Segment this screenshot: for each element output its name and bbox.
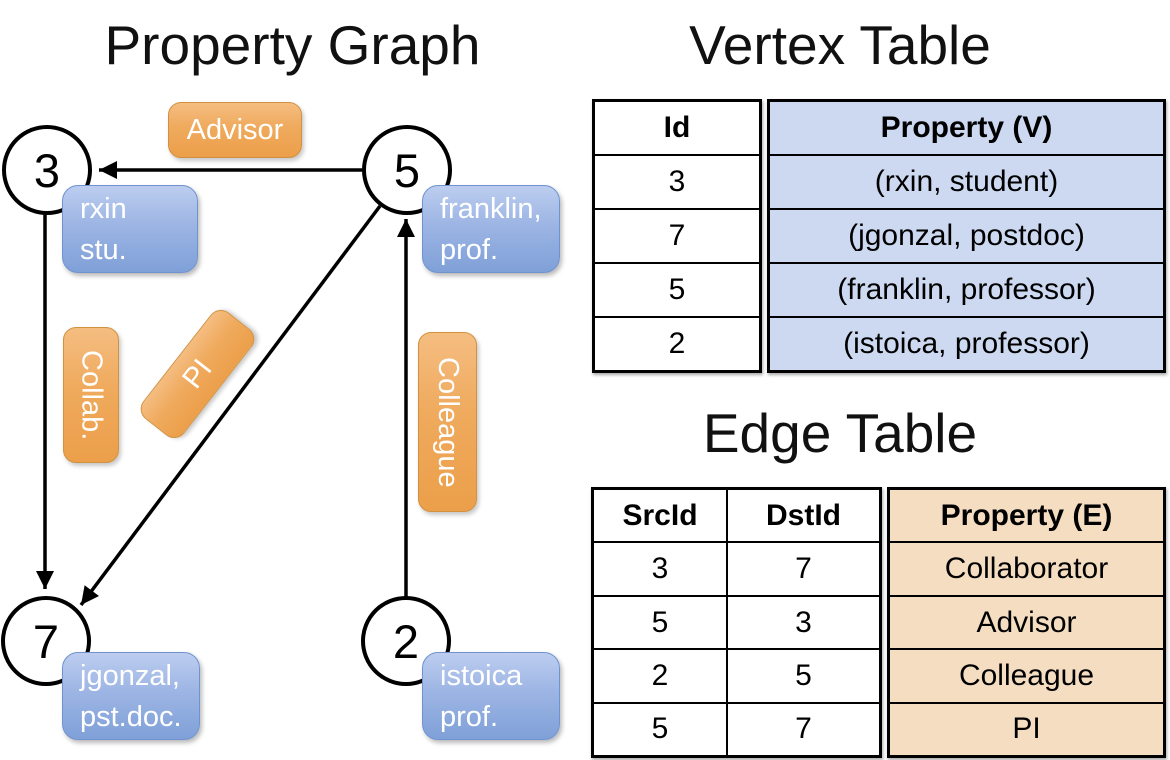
node-7-property-box: jgonzal, pst.doc. (62, 652, 200, 740)
node-3-property-line1: rxin (80, 193, 127, 225)
edge-row-2-dst: 5 (728, 648, 879, 701)
edge-table-header-dst: DstId (766, 498, 841, 532)
edge-table-dst-column: DstId 7 3 5 7 (728, 490, 879, 755)
edge-label-collab: Collab. (63, 327, 119, 463)
vertex-table-header-id: Id (663, 111, 691, 144)
vertex-row-0-id: 3 (595, 154, 759, 208)
edge-5-to-7-arrow (79, 204, 382, 607)
node-5-property-line1: franklin, (440, 193, 542, 225)
vertex-row-1-property: (jgonzal, postdoc) (770, 208, 1163, 262)
vertex-row-3-property: (istoica, professor) (770, 316, 1163, 370)
edge-table-id-columns: SrcId 3 5 2 5 DstId 7 3 5 7 (591, 487, 882, 758)
node-3-id: 3 (33, 143, 61, 197)
node-3-property-box: rxin stu. (62, 185, 198, 273)
edge-row-1-property: Advisor (890, 594, 1163, 648)
node-5-id: 5 (393, 143, 421, 197)
node-2-property-line1: istoica (440, 660, 523, 692)
edge-row-1-src: 5 (594, 594, 726, 648)
node-2-circle: 2 (361, 596, 451, 686)
edge-table-header-property: Property (E) (940, 498, 1113, 532)
node-7-id: 7 (32, 614, 60, 668)
vertex-table-header-property: Property (V) (880, 111, 1053, 144)
edge-table-title: Edge Table (702, 402, 978, 464)
vertex-row-0-property: (rxin, student) (770, 154, 1163, 208)
vertex-table-property-column: Property (V) (rxin, student) (jgonzal, p… (767, 99, 1166, 373)
node-2-property-box: istoica prof. (422, 652, 560, 740)
node-5-property-line2: prof. (440, 234, 499, 266)
edge-row-1-dst: 3 (728, 594, 879, 648)
vertex-table: Id 3 7 5 2 Property (V) (rxin, student) … (592, 99, 1166, 373)
vertex-row-1-id: 7 (595, 208, 759, 262)
edge-row-0-dst: 7 (728, 541, 879, 594)
edge-row-3-src: 5 (594, 701, 726, 755)
edge-row-3-property: PI (890, 701, 1163, 755)
node-7-property-line2: pst.doc. (80, 701, 182, 733)
vertex-table-id-column: Id 3 7 5 2 (592, 99, 762, 373)
vertex-row-2-id: 5 (595, 262, 759, 316)
edge-table: SrcId 3 5 2 5 DstId 7 3 5 7 Property (E)… (591, 487, 1166, 758)
node-5-property-box: franklin, prof. (422, 185, 560, 273)
node-5-circle: 5 (362, 125, 452, 215)
property-graph-title: Property Graph (104, 14, 481, 76)
edge-row-3-dst: 7 (728, 701, 879, 755)
edge-table-header-src: SrcId (622, 498, 698, 532)
node-3-property-line2: stu. (80, 234, 127, 266)
vertex-row-3-id: 2 (595, 316, 759, 370)
edge-row-2-src: 2 (594, 648, 726, 701)
vertex-table-title: Vertex Table (689, 14, 991, 76)
vertex-row-2-property: (franklin, professor) (770, 262, 1163, 316)
graph-edges-canvas (36, 161, 415, 607)
edge-row-2-property: Colleague (890, 648, 1163, 701)
edge-table-property-column: Property (E) Collaborator Advisor Collea… (887, 487, 1166, 758)
edge-row-0-property: Collaborator (890, 541, 1163, 594)
node-2-property-line2: prof. (440, 701, 499, 733)
node-7-property-line1: jgonzal, (80, 660, 180, 692)
node-2-id: 2 (392, 614, 420, 668)
edge-table-src-column: SrcId 3 5 2 5 (594, 490, 728, 755)
edge-label-colleague: Colleague (418, 332, 477, 512)
edge-row-0-src: 3 (594, 541, 726, 594)
edge-label-advisor: Advisor (168, 102, 302, 158)
